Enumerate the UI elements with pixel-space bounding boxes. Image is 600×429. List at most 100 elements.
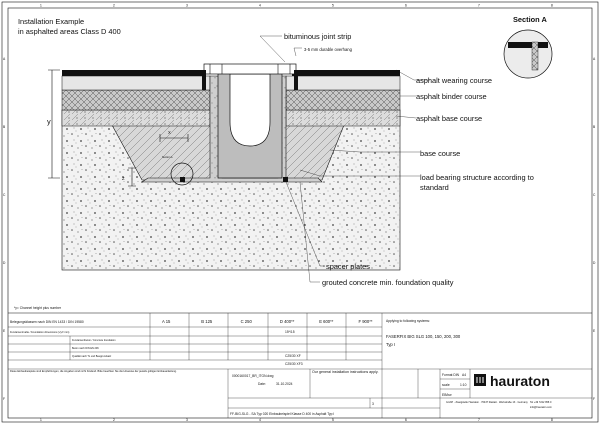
date-value: 31.10.2024 [276, 382, 293, 386]
row-concrete-2-value: C25/30 XF3 [285, 362, 303, 366]
scale-value: 1:10 [460, 383, 467, 387]
class-header: Belegungsklassen nach DIN EN 1433 / DIN … [10, 320, 84, 324]
row-concrete-1-label: Fundamentbeton / Concrete foundation [72, 339, 116, 342]
instructions-text: Our general installation instructions ap… [312, 370, 379, 374]
footnote: *y= Channel height plus number [14, 306, 62, 310]
dimension-y-label: y [47, 117, 51, 126]
frame-row-f-r: F [593, 397, 595, 401]
load-class-6: F 900** [359, 319, 373, 324]
file-name: FF-BIG-SLG - SA Typ 020 Einbaubeispiel K… [230, 412, 334, 416]
row-concrete-1-value: C25/30 XF [285, 354, 301, 358]
label-durable-overhang: 3-5 mm durable overhang [304, 47, 353, 52]
section-a-surface [508, 42, 548, 48]
grating-lines [209, 64, 291, 74]
drawn-by: EB/bw [442, 393, 452, 397]
row-foundation-label: Fundamentmaße / Foundation dimensions (x… [10, 331, 69, 334]
channel-interior [229, 73, 271, 147]
frame-col-6-t: 6 [405, 4, 407, 8]
drawing-title-line2: in asphalted areas Class D 400 [18, 27, 121, 36]
label-spacer-plates: spacer plates [326, 262, 370, 271]
dimension-z-line [128, 167, 136, 187]
instructions-box: Our general installation instructions ap… [312, 370, 379, 374]
dimension-x-label: X [168, 130, 171, 135]
frame-col-6-b: 6 [405, 418, 407, 422]
asphalt-binder-course-right [285, 89, 401, 111]
label-load-bearing-line1: load bearing structure according to [420, 173, 534, 182]
frame-row-c-r: C [593, 193, 596, 197]
label-asphalt-binder-course: asphalt binder course [416, 92, 487, 101]
frame-col-5-b: 5 [332, 418, 334, 422]
frame-row-d-l: D [3, 261, 6, 265]
frame-col-8-t: 8 [551, 4, 553, 8]
dimension-z-label: Z [122, 176, 125, 181]
frame-col-2-t: 2 [113, 4, 115, 8]
joint-strip-left [202, 70, 206, 90]
frame-row-a-l: A [3, 57, 6, 61]
label-asphalt-base-course: asphalt base course [416, 114, 482, 123]
drawing-title-line1: Installation Example [18, 17, 84, 26]
frame-row-c-l: C [3, 193, 6, 197]
dimension-y-line [48, 69, 60, 179]
frame-row-f-l: F [3, 397, 5, 401]
hauraton-logo: hauraton [474, 373, 550, 389]
frame-col-1-t: 1 [40, 4, 42, 8]
dimension-x-line [159, 134, 189, 142]
system-type: Typ I [386, 342, 395, 347]
label-bituminous-joint-strip: bituminous joint strip [284, 32, 351, 41]
section-a-detail [503, 29, 553, 79]
frame-col-5-t: 5 [332, 4, 334, 8]
system-name: FASERFIX BIG SLG 100, 150, 200, 300 [386, 334, 461, 339]
label-asphalt-wearing-course: asphalt wearing course [416, 76, 492, 85]
asphalt-binder-course-left [61, 89, 211, 111]
frame-col-3-t: 3 [186, 4, 188, 8]
frame-col-2-b: 2 [113, 418, 115, 422]
load-class-4: D 400** [280, 319, 295, 324]
frame-col-7-b: 7 [478, 418, 480, 422]
asphalt-base-course-left [61, 109, 211, 127]
load-class-2: B 125 [201, 319, 213, 324]
asphalt-wearing-course-left [61, 75, 211, 91]
asphalt-wearing-course-right [285, 75, 401, 91]
company-address: GmbH - Zweigstelle Hauraton · 76437 Rast… [446, 401, 529, 404]
inner-frame [7, 7, 593, 419]
section-a-marker [170, 162, 194, 186]
date-label: Date: [258, 382, 266, 386]
section-a-joint [531, 41, 539, 71]
joint-strip-right [294, 70, 298, 90]
frame-col-7-t: 7 [478, 4, 480, 8]
frame-col-3-b: 3 [186, 418, 188, 422]
spacer-plate-right [283, 177, 288, 182]
frame-row-e-r: E [593, 329, 596, 333]
spacer-plate-left [180, 177, 185, 182]
frame-row-b-r: B [593, 125, 596, 129]
sheet-number: 3 [372, 402, 374, 406]
row-concrete-2-label: Beton nach DIN EN 206 [72, 347, 99, 350]
frame-row-b-l: B [3, 125, 6, 129]
frame-row-d-r: D [593, 261, 596, 265]
applying-label: Applying to following systems: [386, 319, 430, 323]
disclaimer-text: Diese Einbaubeispiele sind Empfehlungen,… [10, 370, 177, 373]
channel-grating [203, 63, 297, 75]
frame-row-e-l: E [3, 329, 6, 333]
label-base-course: base course [420, 149, 460, 158]
load-class-1: A 15 [162, 319, 171, 324]
frame-col-4-b: 4 [259, 418, 261, 422]
section-a-title: Section A [513, 15, 547, 24]
frame-col-1-b: 1 [40, 418, 42, 422]
title-block [8, 312, 592, 418]
leader-lines [259, 35, 430, 283]
asphalt-base-course-right [285, 109, 401, 127]
row-foundation-value: 15*/15 [285, 330, 295, 334]
company-tel: Tel +49 7222 958 0 [530, 401, 552, 404]
label-load-bearing-line2: standard [420, 183, 449, 192]
frame-col-8-b: 8 [551, 418, 553, 422]
row-quality-label: Qualität nach TL und Baugrundsatz [72, 355, 112, 358]
company-mail: info@hauraton.com [530, 406, 552, 409]
section-a-marker-label: Section A [162, 156, 173, 159]
scale-label: scale [442, 383, 450, 387]
label-grouted-concrete: grouted concrete min. foundation quality [322, 278, 454, 287]
